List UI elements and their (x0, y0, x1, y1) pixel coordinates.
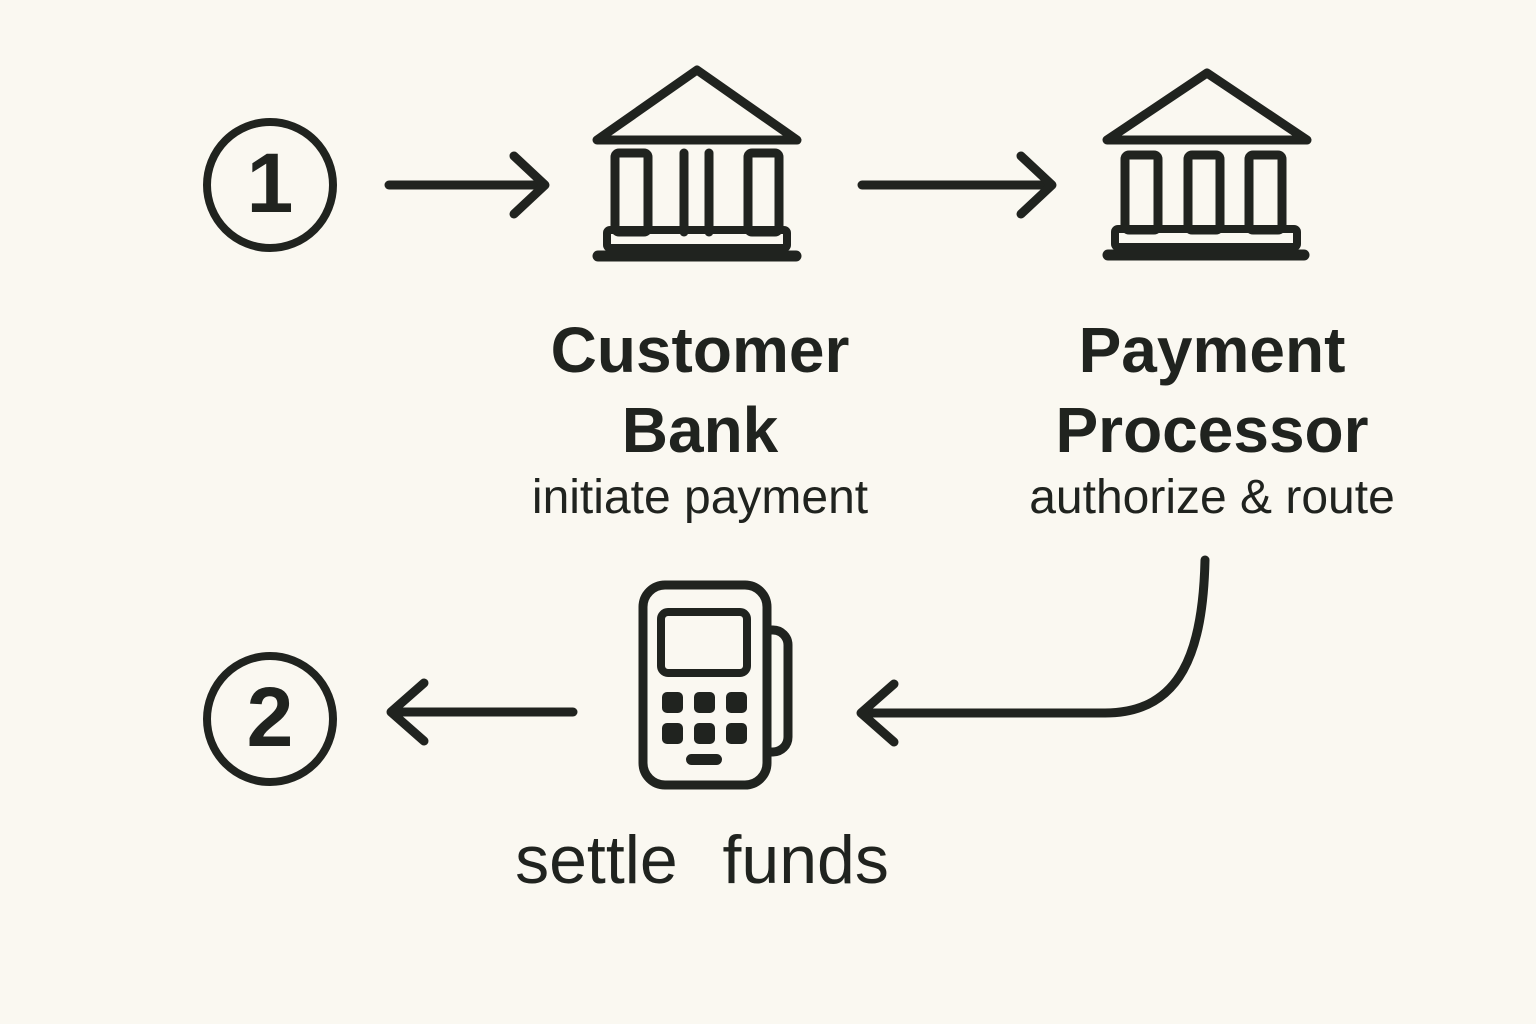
payment-processor-title-line2: Processor (1055, 394, 1369, 466)
payment-processor-title: Payment Processor (1055, 310, 1368, 470)
step-1-badge: 1 (203, 118, 337, 252)
customer-bank-title-line2: Bank (621, 394, 779, 466)
customer-bank-title: Customer Bank (551, 310, 850, 470)
customer-bank-subtitle: initiate payment (531, 471, 869, 524)
curved-arrow-down-left-icon (856, 555, 1210, 747)
bank-icon (592, 65, 802, 262)
customer-bank-title-line1: Customer (550, 314, 850, 386)
step-1-number: 1 (246, 136, 294, 230)
arrow-right-icon (857, 151, 1057, 219)
step-2-badge: 2 (203, 652, 337, 786)
bank-icon (1102, 68, 1312, 261)
payment-processor-subtitle: authorize & route (1029, 471, 1395, 524)
payment-processor-title-line1: Payment (1078, 314, 1346, 386)
terminal-caption: settle funds (515, 822, 889, 898)
step-2-number: 2 (246, 670, 294, 764)
arrow-left-icon (386, 678, 578, 746)
card-terminal-icon (638, 580, 793, 790)
arrow-right-icon (384, 151, 550, 219)
